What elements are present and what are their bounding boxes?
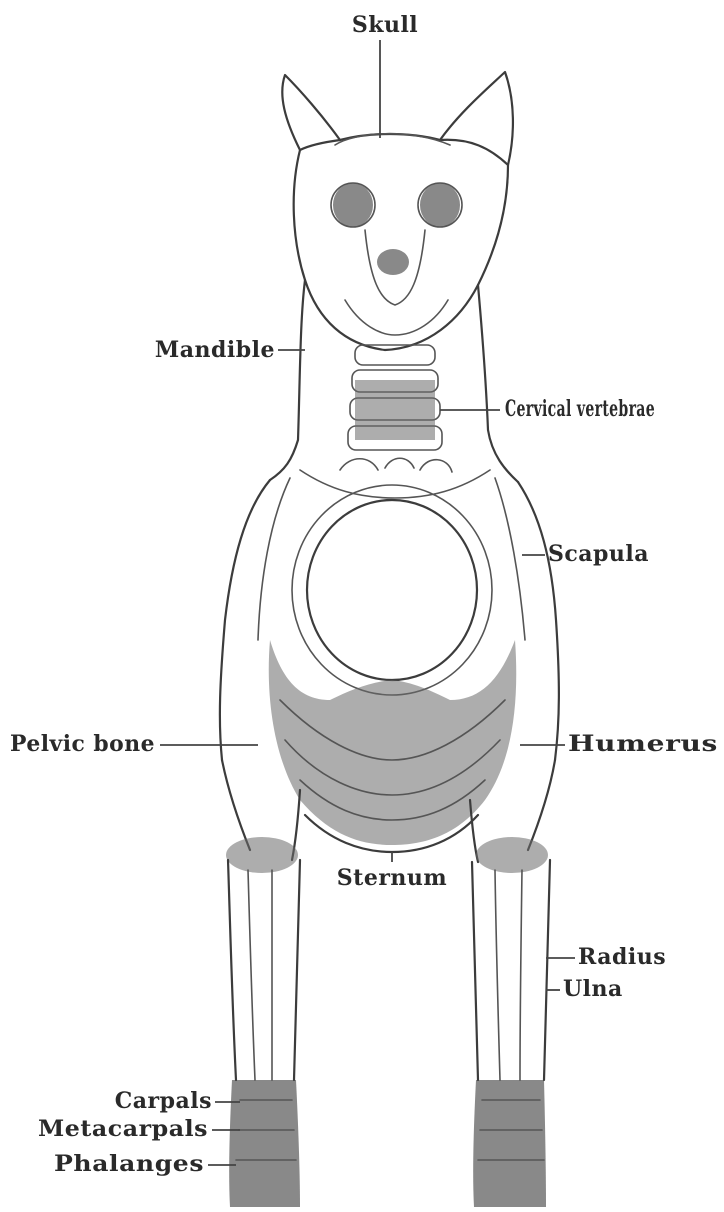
nose	[377, 249, 409, 275]
skull-outline	[294, 134, 508, 350]
label-ulna: Ulna	[563, 976, 623, 1002]
cervical-vertebrae-stack	[348, 345, 442, 450]
neck-right	[478, 285, 518, 482]
dog-figure	[220, 72, 559, 1207]
label-mandible: Mandible	[155, 337, 275, 363]
right-foreleg	[472, 860, 550, 1080]
scapula-left	[220, 480, 270, 760]
label-carpals: Carpals	[115, 1088, 212, 1114]
label-pelvic-bone: Pelvic bone	[10, 731, 155, 757]
label-humerus: Humerus	[568, 731, 718, 757]
label-cervical-vertebrae: Cervical vertebrae	[505, 396, 655, 422]
label-metacarpals: Metacarpals	[38, 1116, 208, 1142]
left-paw	[229, 1080, 300, 1207]
right-ear	[440, 72, 513, 165]
scapula-right	[518, 482, 559, 760]
label-scapula: Scapula	[548, 541, 649, 567]
left-ear	[282, 75, 340, 150]
right-eye-socket	[420, 183, 460, 227]
left-eye-socket	[333, 183, 373, 227]
label-sternum: Sternum	[337, 865, 447, 891]
ribcage	[269, 640, 517, 845]
right-paw	[473, 1080, 546, 1207]
neck-left	[270, 280, 305, 480]
label-phalanges: Phalanges	[54, 1151, 204, 1177]
chest-ring	[307, 500, 477, 680]
label-skull: Skull	[352, 12, 418, 38]
left-foreleg	[228, 860, 300, 1080]
label-radius: Radius	[578, 944, 666, 970]
skull-cap	[335, 134, 450, 145]
